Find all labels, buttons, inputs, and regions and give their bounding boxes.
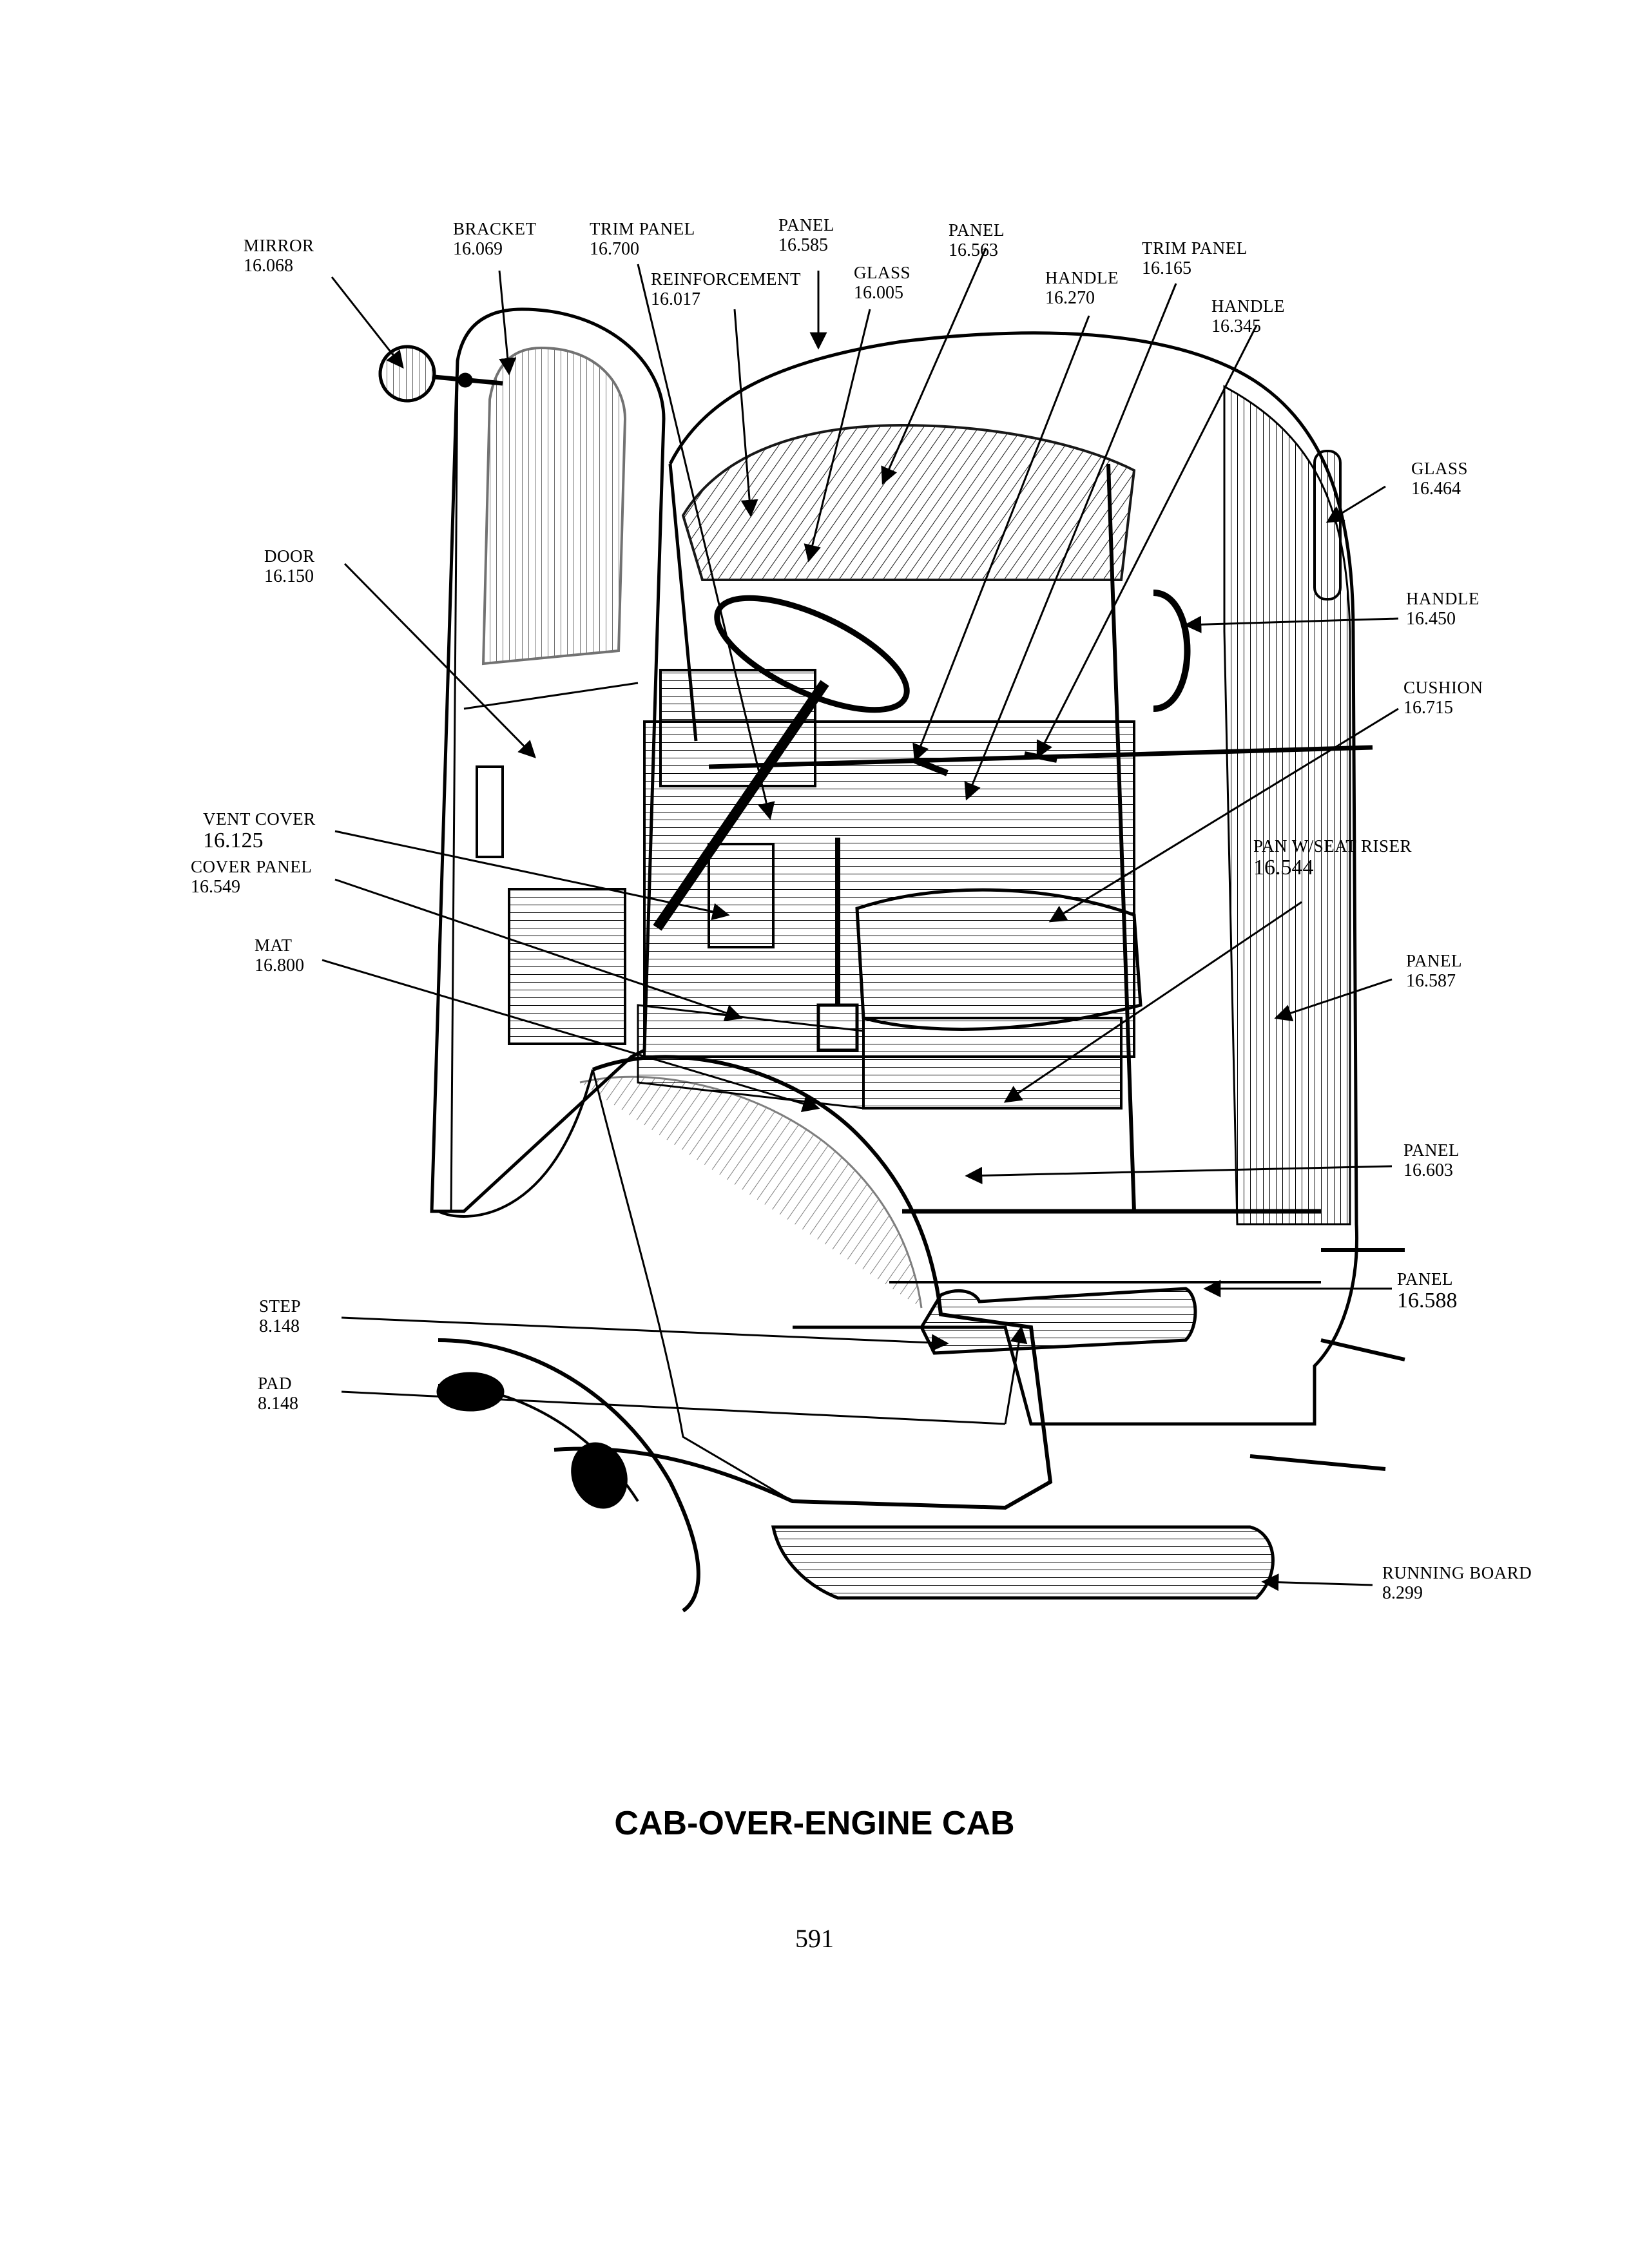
label-part-number: 16.800	[255, 956, 304, 975]
label-trim-panel-16165: TRIM PANEL 16.165	[1142, 238, 1248, 278]
label-part-number: 16.603	[1403, 1160, 1453, 1180]
label-panel-16588: PANEL 16.588	[1397, 1269, 1458, 1312]
label-name: COVER PANEL	[191, 857, 313, 876]
label-name: HANDLE	[1045, 268, 1119, 287]
label-bracket: BRACKET 16.069	[453, 219, 537, 259]
label-pad: PAD 8.148	[258, 1374, 298, 1414]
label-part-number: 16.450	[1406, 609, 1456, 629]
label-part-number: 8.148	[258, 1394, 298, 1414]
label-handle-16450: HANDLE 16.450	[1406, 589, 1480, 629]
label-name: HANDLE	[1211, 296, 1285, 316]
label-handle-16345: HANDLE 16.345	[1211, 296, 1285, 336]
label-name: GLASS	[854, 263, 911, 282]
label-reinforcement: REINFORCEMENT 16.017	[651, 269, 801, 309]
label-name: HANDLE	[1406, 589, 1480, 608]
label-name: MIRROR	[244, 236, 314, 255]
label-name: PAN W/SEAT RISER	[1253, 836, 1412, 856]
label-panel-16587: PANEL 16.587	[1406, 951, 1462, 991]
label-part-number: 16.588	[1397, 1289, 1458, 1312]
label-cover-panel: COVER PANEL 16.549	[191, 857, 312, 897]
label-part-number: 8.299	[1382, 1583, 1423, 1603]
label-part-number: 16.700	[590, 239, 639, 259]
label-name: VENT COVER	[203, 809, 316, 829]
label-glass-16464: GLASS 16.464	[1411, 459, 1468, 499]
label-name: RUNNING BOARD	[1382, 1563, 1532, 1582]
label-pan-seat-riser: PAN W/SEAT RISER 16.544	[1253, 836, 1412, 879]
label-step: STEP 8.148	[259, 1296, 301, 1336]
label-name: GLASS	[1411, 459, 1469, 478]
label-name: MAT	[255, 936, 293, 955]
label-trim-panel-16700: TRIM PANEL 16.700	[590, 219, 695, 259]
label-door: DOOR 16.150	[264, 546, 315, 586]
label-name: PANEL	[1403, 1140, 1460, 1160]
leader-lines	[322, 247, 1399, 1591]
label-part-number: 16.069	[453, 239, 503, 259]
label-part-number: 16.270	[1045, 288, 1095, 308]
label-part-number: 16.068	[244, 256, 293, 276]
label-name: STEP	[259, 1296, 302, 1316]
label-panel-16563: PANEL 16.563	[949, 220, 1005, 260]
label-vent-cover: VENT COVER 16.125	[203, 809, 316, 852]
label-part-number: 16.585	[778, 235, 828, 255]
label-name: PANEL	[1397, 1269, 1454, 1289]
label-name: TRIM PANEL	[590, 219, 695, 238]
cab-body	[637, 331, 1373, 1426]
label-part-number: 16.165	[1142, 258, 1191, 278]
label-name: PANEL	[778, 215, 835, 235]
label-mirror: MIRROR 16.068	[244, 236, 314, 276]
label-name: PAD	[258, 1374, 293, 1393]
label-part-number: 16.017	[651, 289, 700, 309]
label-part-number: 16.587	[1406, 971, 1456, 991]
label-part-number: 16.715	[1403, 698, 1453, 718]
label-running-board: RUNNING BOARD 8.299	[1382, 1563, 1532, 1603]
label-part-number: 16.125	[203, 829, 264, 852]
label-part-number: 16.150	[264, 566, 314, 586]
label-name: PANEL	[949, 220, 1005, 240]
label-part-number: 16.345	[1211, 316, 1261, 336]
label-mat: MAT 16.800	[255, 936, 304, 975]
label-name: REINFORCEMENT	[651, 269, 802, 289]
fender-wheel-illustration	[436, 1055, 1405, 1613]
label-name: PANEL	[1406, 951, 1463, 970]
label-part-number: 16.005	[854, 283, 903, 303]
label-part-number: 8.148	[259, 1316, 300, 1336]
label-name: TRIM PANEL	[1142, 238, 1248, 258]
label-name: CUSHION	[1403, 678, 1483, 697]
label-name: DOOR	[264, 546, 315, 566]
label-part-number: 16.549	[191, 877, 240, 897]
label-part-number: 16.464	[1411, 479, 1461, 499]
mirror-illustration	[378, 345, 503, 403]
label-handle-16270: HANDLE 16.270	[1045, 268, 1119, 308]
label-part-number: 16.563	[949, 240, 998, 260]
label-name: BRACKET	[453, 219, 537, 238]
door-illustration	[430, 307, 666, 1213]
page-number: 591	[795, 1924, 834, 1953]
label-glass-16005: GLASS 16.005	[854, 263, 911, 303]
label-panel-16603: PANEL 16.603	[1403, 1140, 1460, 1180]
page-title: CAB-OVER-ENGINE CAB	[614, 1805, 1015, 1842]
label-part-number: 16.544	[1253, 856, 1314, 879]
label-panel-16585: PANEL 16.585	[778, 215, 834, 255]
label-cushion: CUSHION 16.715	[1403, 678, 1483, 718]
